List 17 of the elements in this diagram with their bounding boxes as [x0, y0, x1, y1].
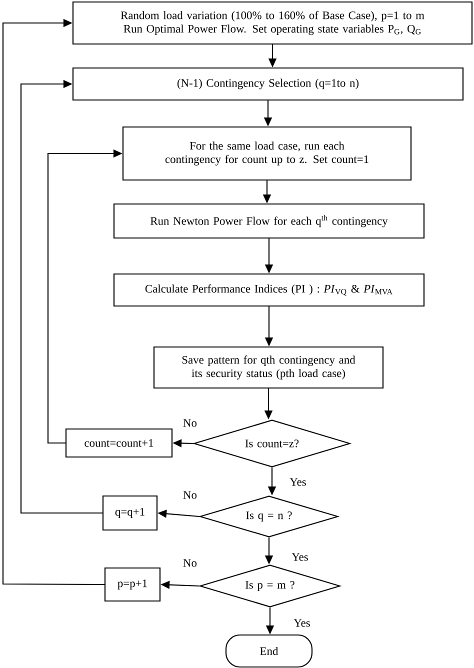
process-box: Save pattern for qth contingency and its security status (pth load case)	[153, 346, 384, 389]
arrow	[2, 18, 104, 586]
process-box: Random load variation (100% to 160% of Base Case), p=1 to m Run Optimal Power Flow. Set operating state variables P$_{G}$, Q$_{G}$	[72, 1, 473, 45]
edge-label: Yes	[290, 552, 310, 562]
edge-label: No	[182, 558, 198, 568]
process-box: Calculate Performance Indices (PI ) : PI$_{VQ}$ & PI$_{MVA}$	[113, 273, 425, 307]
process-box: Run Newton Power Flow for each q$^{th}$ contingency	[113, 203, 425, 239]
edge-label: Yes	[292, 618, 312, 628]
arrow	[20, 80, 102, 514]
edge-label: No	[182, 490, 198, 500]
edge-label: Yes	[288, 477, 308, 487]
process-box: p=p+1	[104, 567, 161, 602]
terminal-box: End	[225, 634, 313, 668]
process-box: q=q+1	[102, 495, 158, 531]
process-box: (N-1) Contingency Selection (q=1to n)	[72, 67, 464, 101]
process-box: count=count+1	[65, 428, 173, 458]
process-box: For the same load case, run each contingency for count up to z. Set count=1	[122, 126, 412, 181]
